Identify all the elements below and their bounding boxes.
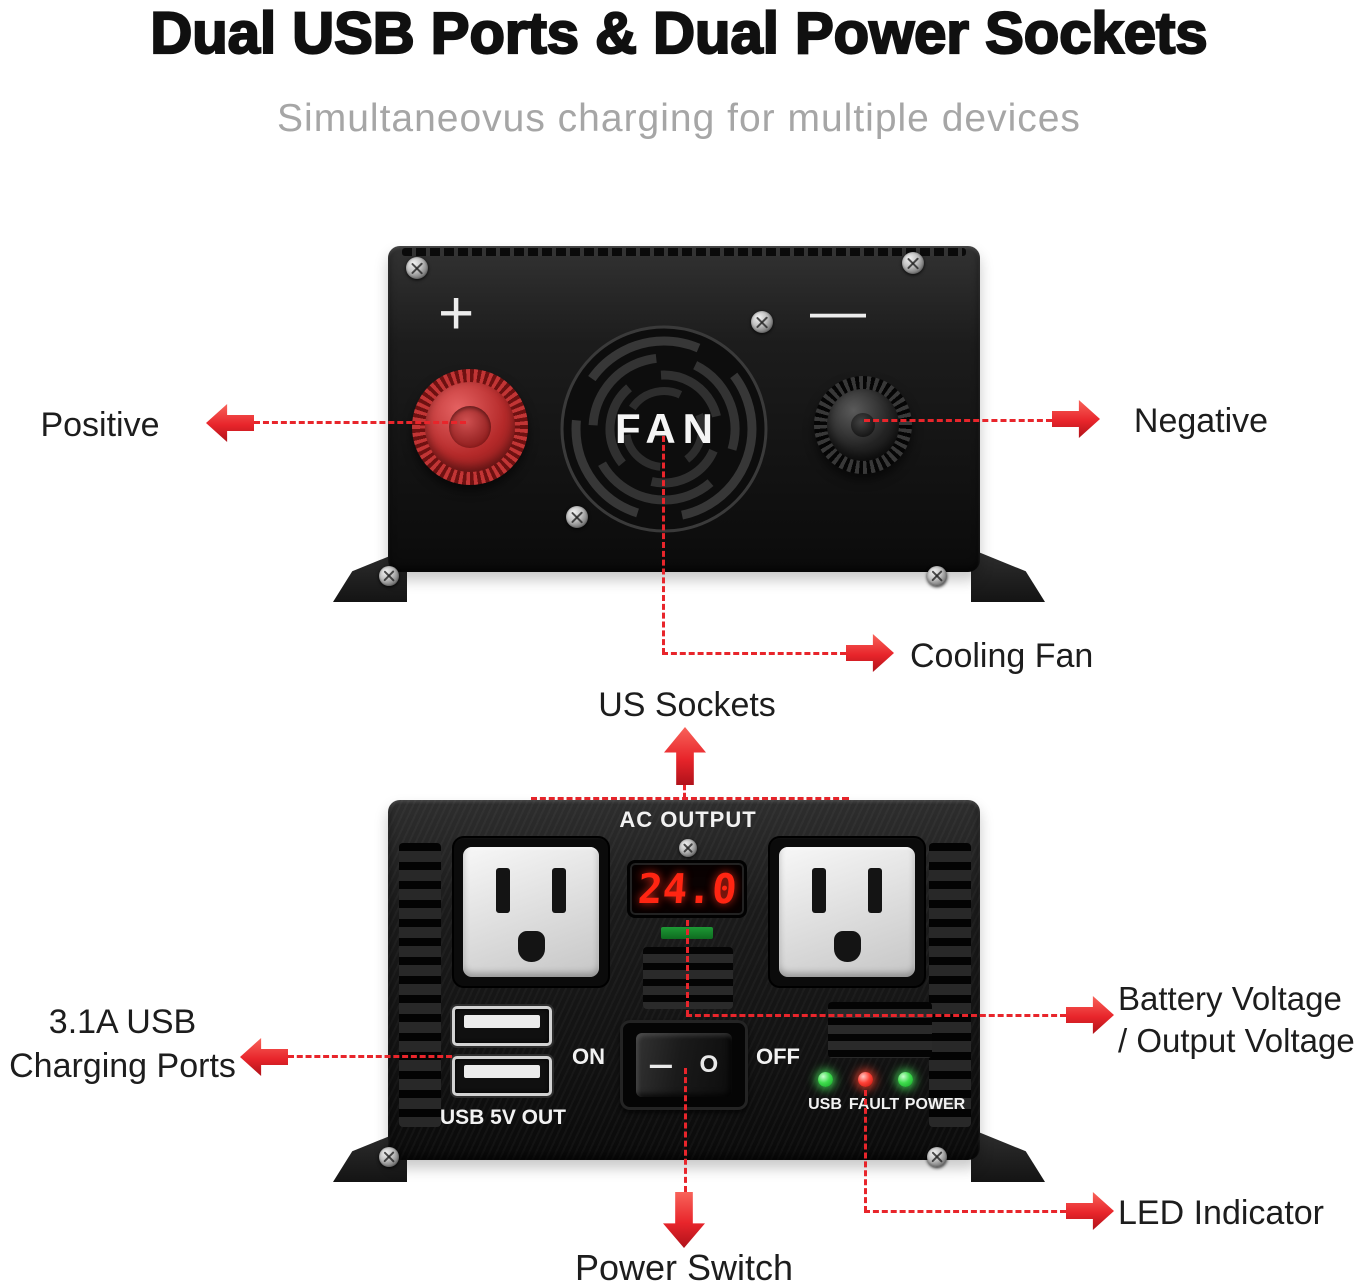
usb-tongue — [464, 1065, 540, 1078]
usb-led-label: USB — [808, 1096, 842, 1113]
fan-grille-icon — [560, 325, 768, 533]
usb-tongue — [464, 1015, 540, 1028]
usb-port-top — [452, 1006, 552, 1046]
positive-terminal-mark: + — [438, 279, 475, 348]
fault-led-label: FAULT — [848, 1096, 900, 1113]
usb-port-bottom — [452, 1056, 552, 1096]
terminal-hub — [851, 413, 875, 437]
socket-face — [779, 847, 915, 977]
callout-power-switch: Power Switch — [574, 1247, 794, 1286]
fault-led — [858, 1072, 873, 1087]
callout-line — [662, 436, 665, 654]
socket-face — [463, 847, 599, 977]
socket-slot — [496, 868, 510, 913]
usb-ports-label: USB 5V OUT — [439, 1106, 567, 1129]
screw — [379, 566, 399, 586]
on-label: ON — [572, 1044, 605, 1069]
cooling-fan-arrow-icon — [846, 634, 894, 672]
callout-line — [686, 920, 689, 1016]
negative-arrow-icon — [1052, 400, 1100, 438]
positive-terminal — [412, 369, 528, 485]
voltage-display-value: 24.0 — [635, 865, 739, 913]
switch-off-mark: O — [699, 1051, 719, 1078]
screw — [379, 1147, 399, 1167]
screw — [751, 311, 773, 333]
vent-column-left — [399, 843, 441, 1127]
ac-output-label: AC OUTPUT — [619, 807, 757, 832]
switch-on-mark: — — [649, 1045, 672, 1084]
screw — [927, 566, 947, 586]
socket-slot — [552, 868, 566, 913]
callout-line — [864, 419, 1052, 422]
callout-us-sockets: US Sockets — [598, 686, 776, 724]
positive-arrow-icon — [206, 404, 254, 442]
callout-line — [662, 652, 846, 655]
callout-line — [864, 1090, 867, 1212]
socket-slot — [868, 868, 882, 913]
callout-line — [686, 1014, 1066, 1017]
vent-column-right — [929, 843, 971, 1127]
off-label: OFF — [756, 1044, 800, 1069]
callout-battery-voltage-line2: / Output Voltage — [1118, 1022, 1355, 1059]
negative-terminal-mark: — — [810, 279, 866, 342]
negative-terminal — [814, 376, 912, 474]
power-switch-arrow-icon — [663, 1192, 705, 1248]
callout-battery-voltage-line1: Battery Voltage — [1118, 980, 1342, 1017]
socket-slot — [812, 868, 826, 913]
callout-cooling-fan: Cooling Fan — [910, 637, 1094, 675]
screw — [566, 506, 588, 528]
callout-negative: Negative — [1133, 402, 1269, 440]
ac-socket-left — [452, 836, 610, 988]
mounting-flange-right — [971, 1129, 1045, 1182]
screw — [406, 257, 428, 279]
voltage-display: 24.0 — [627, 860, 747, 918]
led-indicator-arrow-icon — [1066, 1192, 1114, 1230]
callout-line — [684, 1068, 687, 1192]
callout-positive: Positive — [40, 406, 160, 444]
callout-line — [683, 785, 686, 798]
callout-line — [531, 797, 848, 800]
callout-usb-charging-line2: Charging Ports — [9, 1047, 236, 1085]
callout-usb-charging-line1: 3.1A USB — [48, 1003, 197, 1041]
page-title: Dual USB Ports & Dual Power Sockets — [149, 0, 1208, 67]
ac-socket-right — [768, 836, 926, 988]
mounting-flange-right — [971, 549, 1045, 602]
callout-led-indicator: LED Indicator — [1118, 1194, 1324, 1232]
usb-led — [818, 1072, 833, 1087]
screw — [679, 839, 697, 857]
heatsink-fins — [402, 248, 966, 256]
callout-usb-charging: 3.1A USB Charging Ports — [5, 1000, 240, 1088]
screw — [902, 252, 924, 274]
callout-line — [288, 1055, 452, 1058]
power-led — [898, 1072, 913, 1087]
callout-line — [864, 1210, 1066, 1213]
terminal-hub — [449, 406, 491, 448]
socket-ground-hole — [517, 931, 545, 962]
callout-battery-voltage: Battery Voltage / Output Voltage — [1118, 978, 1358, 1062]
battery-voltage-arrow-icon — [1066, 996, 1114, 1034]
vent-block-right — [828, 1002, 932, 1058]
power-led-label: POWER — [904, 1096, 966, 1113]
us-sockets-arrow-icon — [664, 727, 706, 785]
page-subtitle: Simultaneovus charging for multiple devi… — [277, 97, 1081, 140]
screw — [927, 1147, 947, 1167]
usb-charging-arrow-icon — [240, 1038, 288, 1076]
socket-ground-hole — [833, 931, 861, 962]
callout-line — [254, 421, 466, 424]
